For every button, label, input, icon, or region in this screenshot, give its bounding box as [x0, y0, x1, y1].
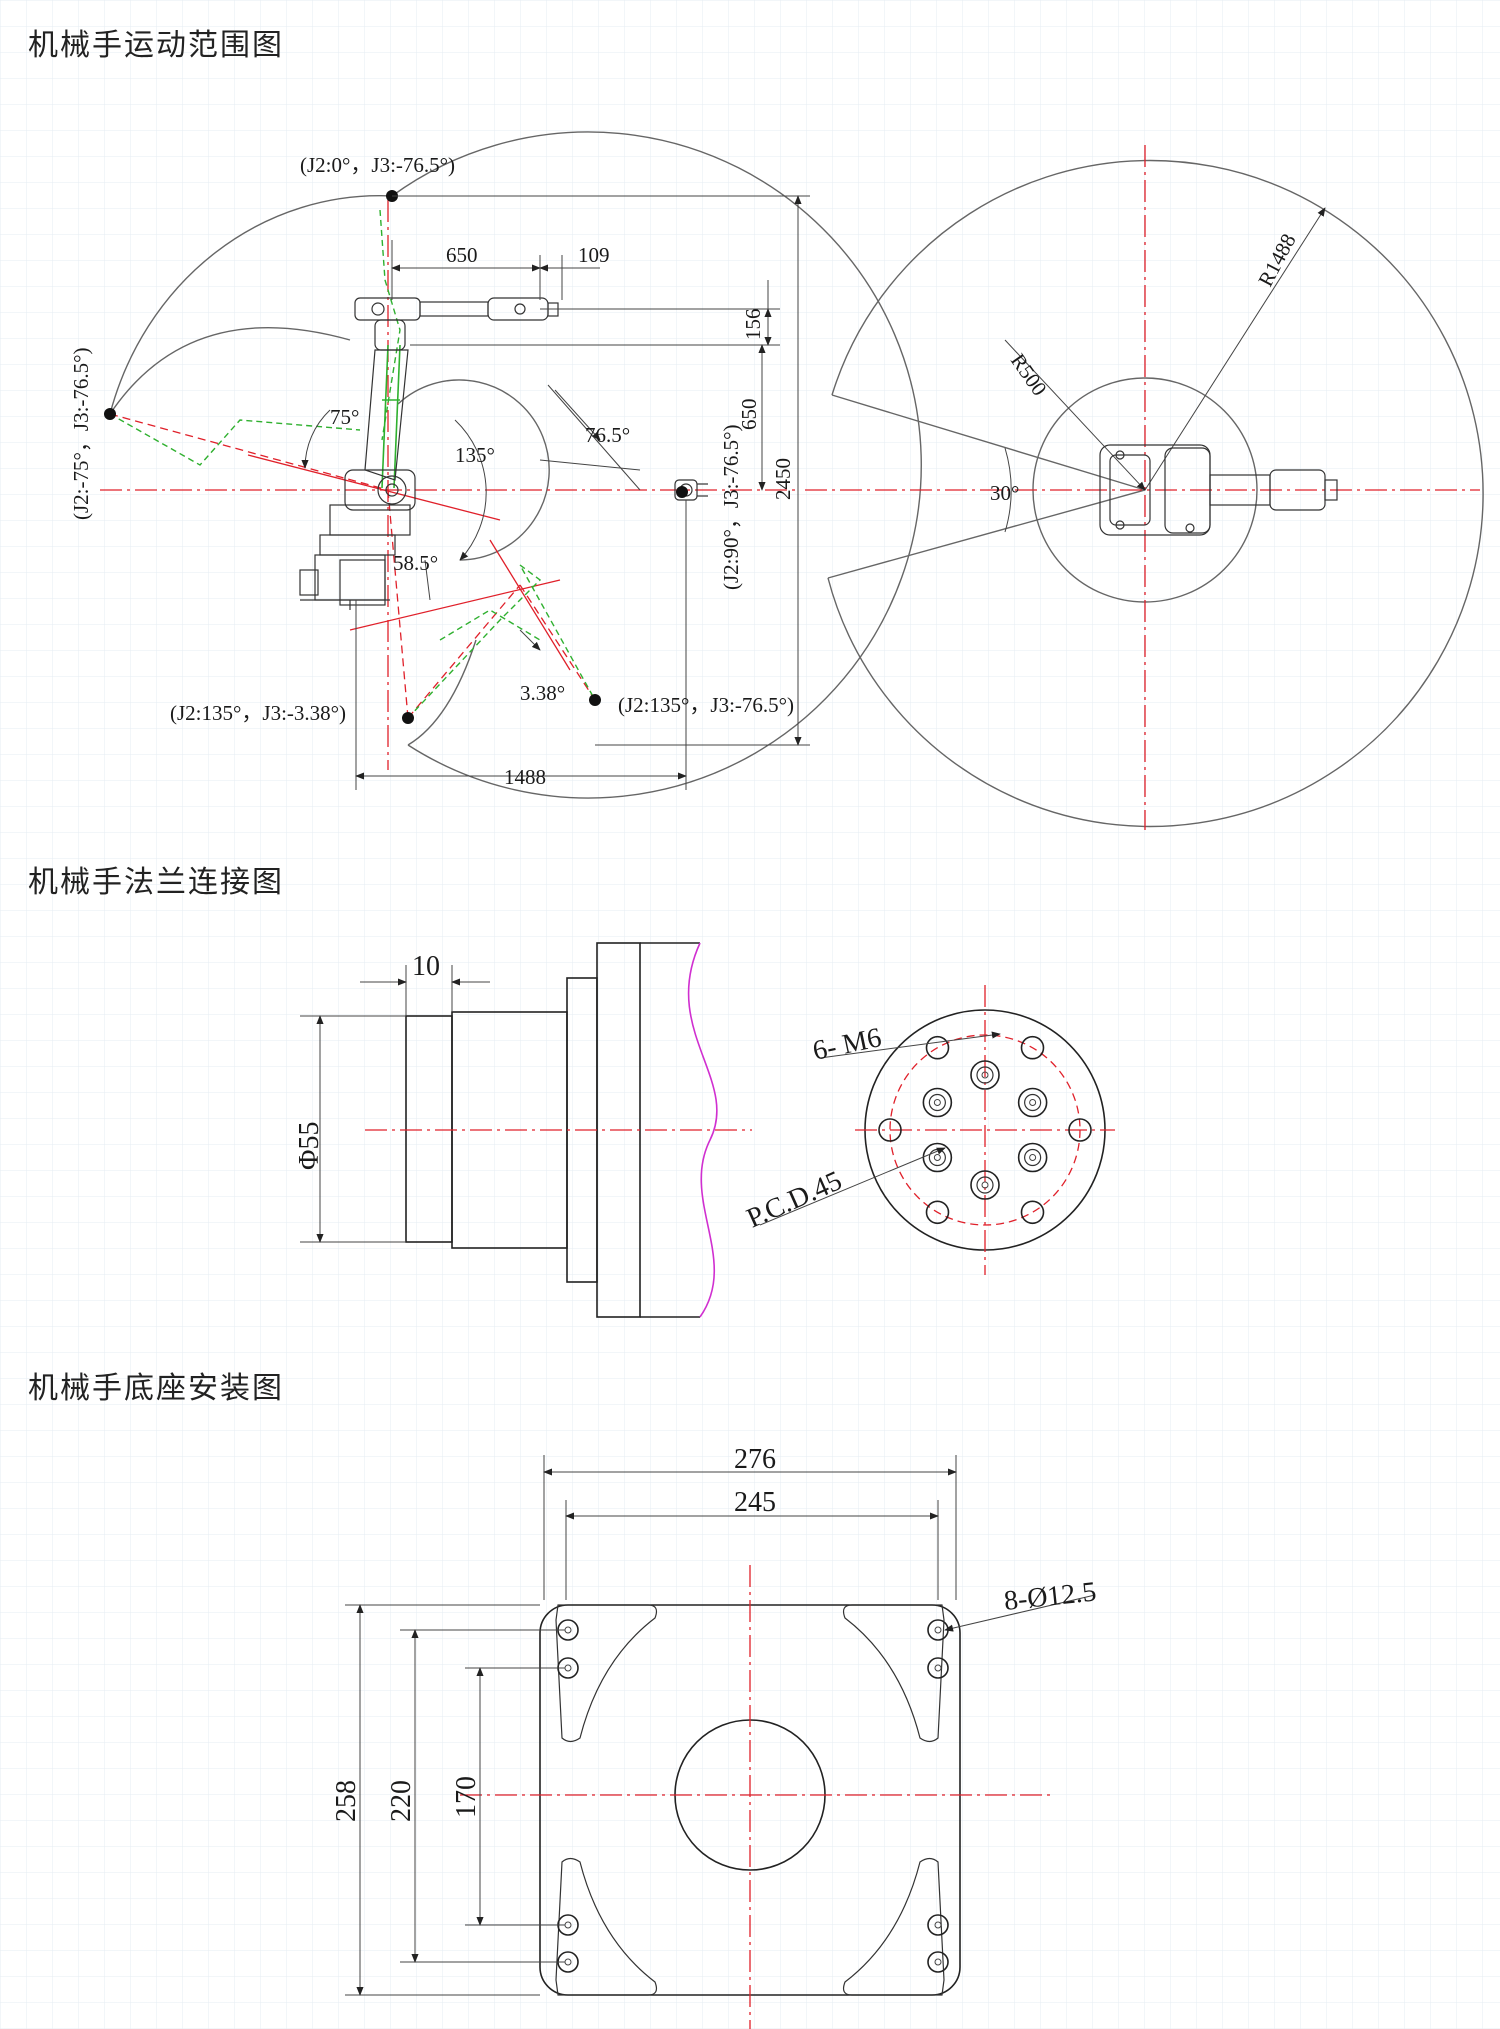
m6-hole	[878, 1118, 902, 1142]
base-hole	[927, 1657, 949, 1679]
angle-135: 135°	[455, 443, 495, 467]
dim-1488: 1488	[504, 765, 546, 789]
arm-green-up-2	[393, 344, 401, 489]
label-pos-bottom-left: (J2:135°，J3:-3.38°)	[170, 701, 346, 725]
joint-path-top	[379, 209, 401, 441]
m6-hole	[925, 1035, 950, 1060]
point-front	[676, 486, 688, 498]
top-wedge-lower	[827, 489, 1146, 579]
label-pos-bottom-right: (J2:135°，J3:-76.5°)	[618, 693, 794, 717]
inner-bolt-inner	[928, 1093, 946, 1112]
inner-bolt-outer	[970, 1170, 1000, 1200]
side-view-motion-diagram: (J2:0°，J3:-76.5°) (J2:-75°，J3:-76.5°) (J…	[69, 131, 922, 799]
top-outer-arc	[827, 159, 1484, 828]
inner-bolt-outer	[922, 1087, 953, 1118]
side-dimensions	[301, 195, 810, 790]
inner-bolt-inner	[1024, 1148, 1042, 1167]
base-hole-center	[934, 1921, 942, 1929]
angle-76-5: 76.5°	[585, 423, 630, 447]
inner-bolt-core	[933, 1099, 941, 1106]
m6-hole	[1020, 1200, 1045, 1225]
point-bottom-right	[589, 694, 601, 706]
dim-650-side: 650	[737, 399, 761, 431]
dim-650-top: 650	[446, 243, 478, 267]
inner-bolt-core	[933, 1154, 941, 1161]
label-pos-top: (J2:0°，J3:-76.5°)	[300, 153, 455, 177]
dim-156: 156	[741, 309, 765, 341]
angle-58-5: 58.5°	[393, 551, 438, 575]
angle-75: 75°	[330, 405, 359, 429]
flange-side-view: 10 Φ55	[294, 942, 752, 1318]
dim-245: 245	[734, 1487, 776, 1518]
point-left	[104, 408, 116, 420]
dim-258: 258	[331, 1780, 362, 1822]
angle-3-38: 3.38°	[520, 681, 565, 705]
dim-170: 170	[451, 1776, 482, 1818]
inner-arc-mid	[397, 379, 550, 561]
inner-bolt-outer	[1017, 1087, 1048, 1118]
arm-green-up	[381, 344, 389, 489]
angle-ray-2	[349, 579, 561, 631]
base-mounting-plate: 276 245 8-Ø12.5 258 220 170	[331, 1444, 1098, 2029]
angle-30-arc	[1004, 447, 1012, 533]
m6-hole	[1068, 1118, 1092, 1142]
arm-line-low-right-end	[519, 584, 596, 701]
dim-flange-55: Φ55	[294, 1122, 325, 1170]
inner-bolt-core	[1029, 1154, 1037, 1161]
angle-ray-3	[489, 539, 571, 671]
inner-bolt-core	[981, 1071, 989, 1079]
title-base: 机械手底座安装图	[28, 1371, 284, 1406]
label-pos-left: (J2:-75°，J3:-76.5°)	[69, 347, 93, 520]
joint-path-bottom	[407, 564, 596, 719]
robot-top-body	[1099, 444, 1338, 536]
angle-ray-1	[247, 454, 501, 521]
inner-bolt-outer	[970, 1060, 1000, 1090]
m6-hole	[1020, 1035, 1045, 1060]
dim-flange-10: 10	[412, 951, 440, 982]
base-hole-group	[557, 1619, 949, 1973]
arm-line-lowright	[407, 584, 521, 719]
inner-bolt-inner	[1024, 1093, 1042, 1112]
outer-envelope-arc	[391, 131, 922, 799]
label-30: 30°	[990, 481, 1019, 505]
base-hole-center	[934, 1664, 942, 1672]
title-flange: 机械手法兰连接图	[28, 865, 284, 900]
inner-envelope-arc	[109, 326, 351, 415]
r1488-leader	[1144, 207, 1326, 491]
base-hole	[927, 1951, 949, 1973]
dim-109: 109	[578, 243, 610, 267]
base-hole-center	[934, 1958, 942, 1966]
m6-hole	[925, 1200, 950, 1225]
base-hole	[927, 1914, 949, 1936]
arm-line-left	[109, 413, 389, 491]
label-pos-front: (J2:90°，J3:-76.5°)	[719, 424, 743, 590]
point-bottom-left	[402, 712, 414, 724]
r500-leader	[1004, 339, 1146, 491]
inner-bolt-group	[922, 1060, 1048, 1200]
inner-arc-low	[407, 639, 477, 746]
inner-bolt-outer	[1017, 1142, 1048, 1173]
break-line	[687, 942, 718, 1318]
inner-bolt-core	[1029, 1099, 1037, 1106]
joint-path-left	[109, 413, 361, 466]
outer-envelope-arc-left	[109, 194, 393, 415]
inner-bolt-core	[981, 1181, 989, 1189]
base-hole-center	[934, 1626, 942, 1634]
m6-hole-group	[878, 1035, 1092, 1225]
inner-bolt-inner	[976, 1066, 994, 1084]
dim-2450: 2450	[771, 458, 795, 500]
dim-276: 276	[734, 1444, 776, 1475]
dim-220: 220	[386, 1780, 417, 1822]
top-wedge-upper	[831, 394, 1146, 491]
title-motion-range: 机械手运动范围图	[28, 28, 284, 63]
inner-bolt-inner	[976, 1176, 994, 1194]
